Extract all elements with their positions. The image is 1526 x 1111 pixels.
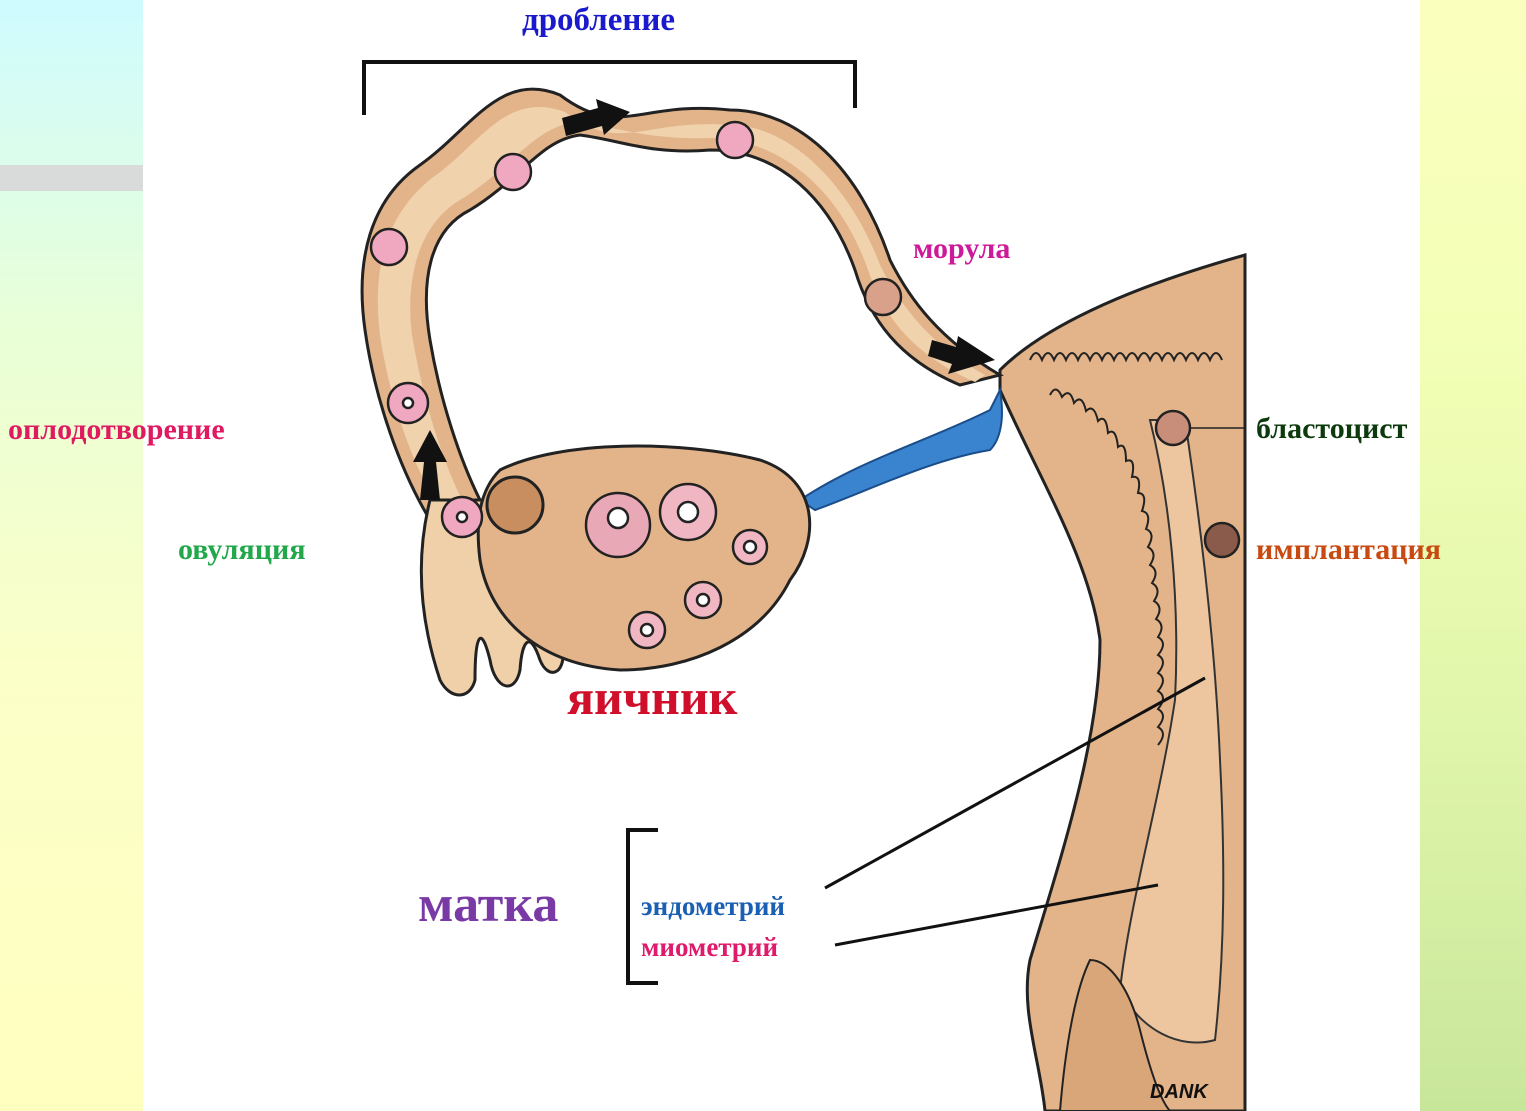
implanting-embryo [1205, 523, 1239, 557]
implantation-label-part1: имплан [1256, 533, 1360, 566]
morula-label: морула [913, 234, 1010, 264]
implantation-label-part2: тация [1360, 533, 1441, 566]
blastocyst-embryo [1156, 411, 1190, 445]
follicle-core [744, 541, 756, 553]
ovarian-ligament [800, 390, 1002, 510]
fertilization-label: оплодотворение [8, 415, 225, 445]
egg-nucleus [457, 512, 467, 522]
cleavage-label: дробление [522, 4, 675, 37]
artist-signature: DANK [1150, 1082, 1208, 1102]
two-cell-embryo [371, 229, 407, 265]
uterus-label: матка [418, 879, 558, 931]
follicle-core [697, 594, 709, 606]
myometrium-label: миометрий [641, 934, 778, 961]
ovulation-label: овуляция [178, 535, 306, 565]
implantation-label: имплантация [1256, 535, 1441, 565]
four-cell-embryo [495, 154, 531, 190]
ovary-label: яичник [567, 672, 737, 722]
egg-nucleus [403, 398, 413, 408]
follicle-core [608, 508, 628, 528]
morula-embryo [865, 279, 901, 315]
blastocyst-label: бластоцист [1256, 414, 1407, 444]
follicle-core [678, 502, 698, 522]
ovulating-follicle [487, 477, 543, 533]
endometrium-label: эндометрий [641, 893, 785, 920]
follicle-core [641, 624, 653, 636]
eight-cell-embryo [717, 122, 753, 158]
